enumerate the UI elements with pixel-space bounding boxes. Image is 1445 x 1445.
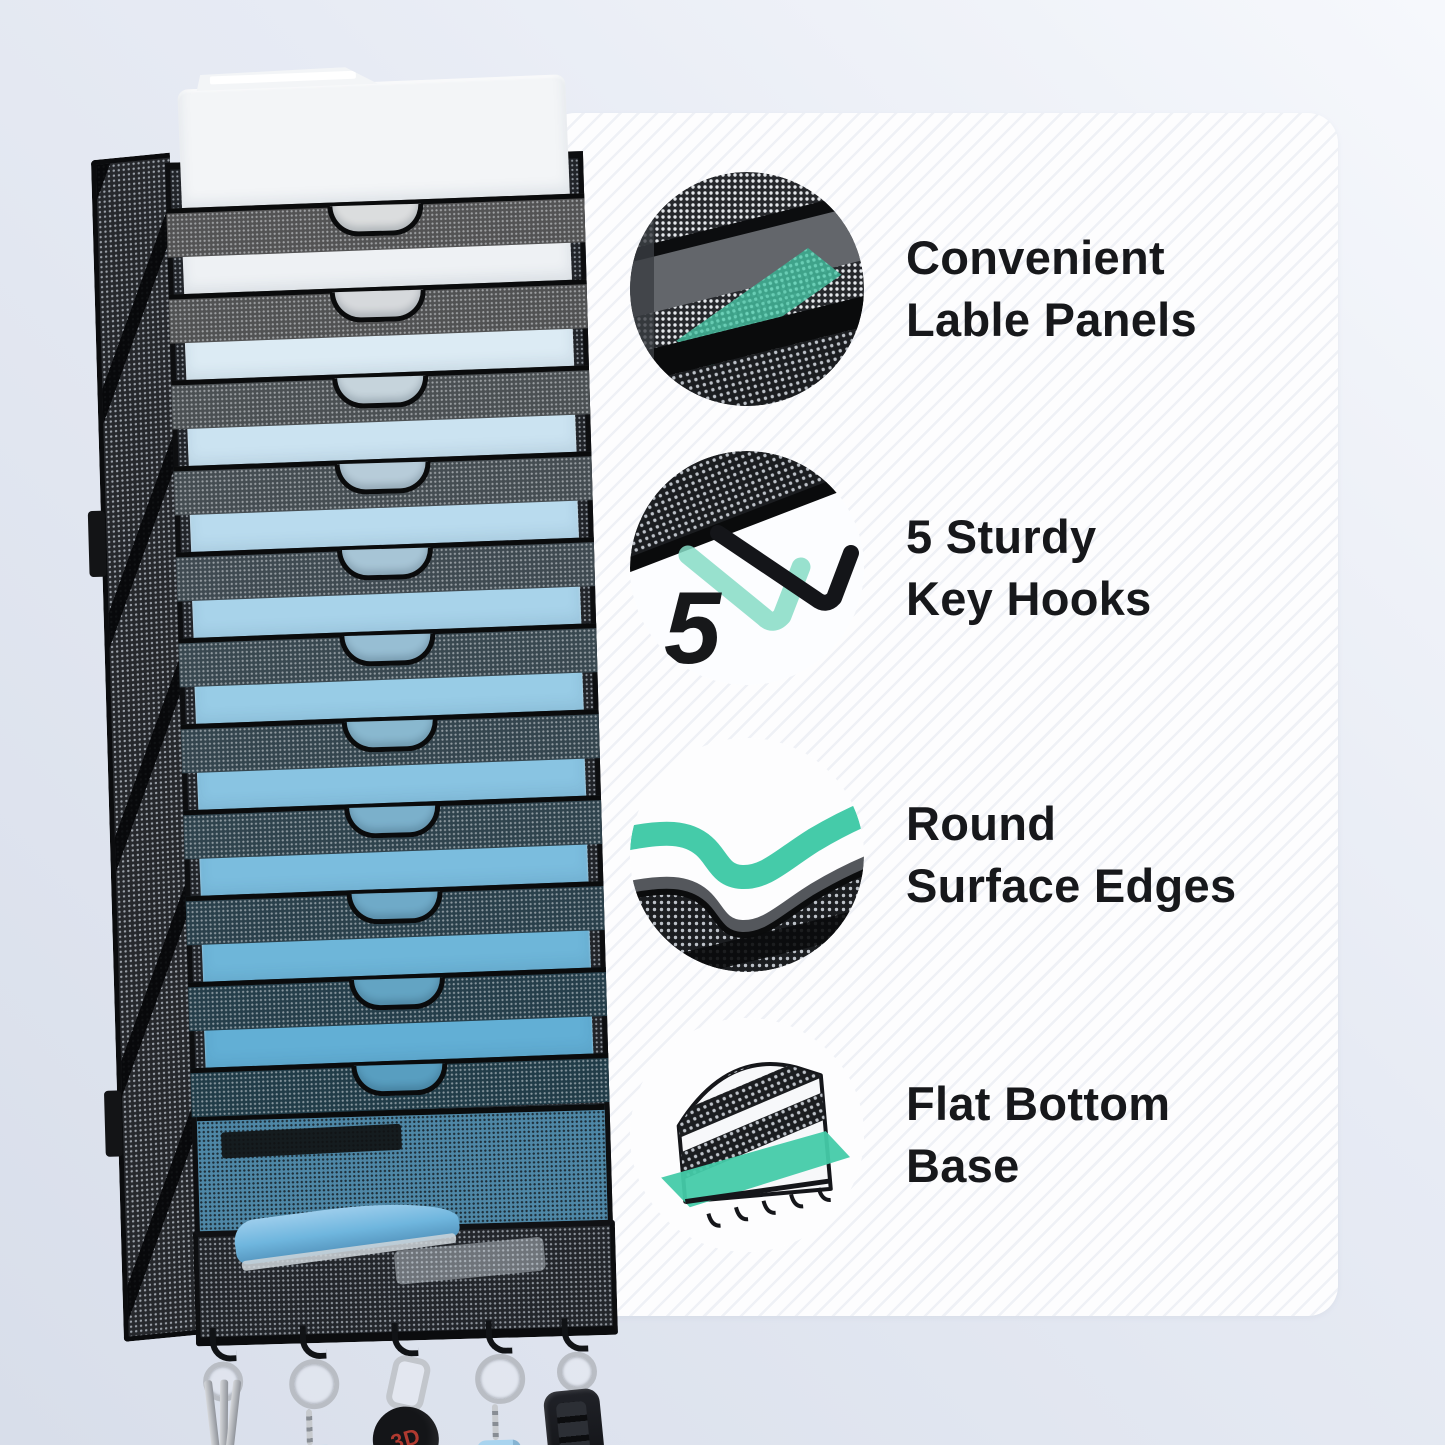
- keychain-blue-dice: [288, 1324, 343, 1445]
- key-hook-row: 3D: [198, 1317, 622, 1445]
- feature-label-panels: Convenient Lable Panels: [630, 172, 1197, 406]
- key-hook-closeup-icon: 5: [630, 451, 864, 685]
- feature-title: Flat Bottom Base: [906, 1076, 1171, 1193]
- file-organizer: 3D: [87, 77, 622, 1445]
- key-ring: [288, 1358, 340, 1410]
- round-tag: 3D: [365, 1398, 447, 1445]
- file-slot: [168, 244, 588, 344]
- feature-title: 5 Sturdy Key Hooks: [906, 509, 1152, 626]
- folder-tab: [196, 65, 398, 91]
- wall-mount-tab: [87, 510, 107, 578]
- file-slot: [173, 416, 593, 516]
- feature-title: Convenient Lable Panels: [906, 230, 1197, 347]
- keychain-round-tag: 3D: [365, 1322, 447, 1445]
- label-panel-closeup-icon: [630, 172, 864, 406]
- file-folder: [177, 74, 570, 214]
- label-holder: [221, 1123, 403, 1159]
- keychain-blue-dice: [474, 1319, 529, 1445]
- file-slot: [178, 588, 598, 688]
- feature-flat-base: Flat Bottom Base: [630, 1018, 1170, 1252]
- key-hook-icon: [391, 1322, 419, 1357]
- round-edge-closeup-icon: [630, 738, 864, 972]
- key-hook-icon: [299, 1324, 327, 1360]
- hook-count-badge: 5: [664, 571, 722, 685]
- key-hook-icon: [209, 1327, 237, 1363]
- file-slot: [166, 158, 586, 258]
- file-slots: [166, 158, 610, 1118]
- keychain-car-fob: [542, 1317, 607, 1445]
- key-ring: [474, 1353, 526, 1405]
- file-slot: [187, 932, 608, 1032]
- flat-base-closeup-icon: [630, 1018, 864, 1252]
- carabiner: [383, 1353, 433, 1414]
- organizer-front: [165, 151, 618, 1347]
- folder-label-strip: [210, 71, 355, 85]
- key-hook-icon: [485, 1319, 513, 1355]
- feature-round-edges: Round Surface Edges: [630, 738, 1236, 972]
- file-slot: [183, 760, 603, 860]
- file-slot: [185, 846, 605, 946]
- feature-title: Round Surface Edges: [906, 796, 1237, 913]
- key-hook-icon: [561, 1317, 589, 1353]
- file-slot: [180, 674, 600, 774]
- file-slot: [171, 330, 591, 430]
- tag-text: 3D: [387, 1423, 424, 1445]
- file-slot: [175, 502, 596, 602]
- file-slot: [190, 1018, 610, 1118]
- keychain-keys: [202, 1327, 244, 1445]
- wall-mount-tab: [103, 1090, 123, 1157]
- car-key-fob: [542, 1387, 607, 1445]
- dice-charm: [476, 1439, 523, 1445]
- feature-key-hooks: 5 5 Sturdy Key Hooks: [630, 451, 1152, 685]
- key-ring: [556, 1351, 598, 1393]
